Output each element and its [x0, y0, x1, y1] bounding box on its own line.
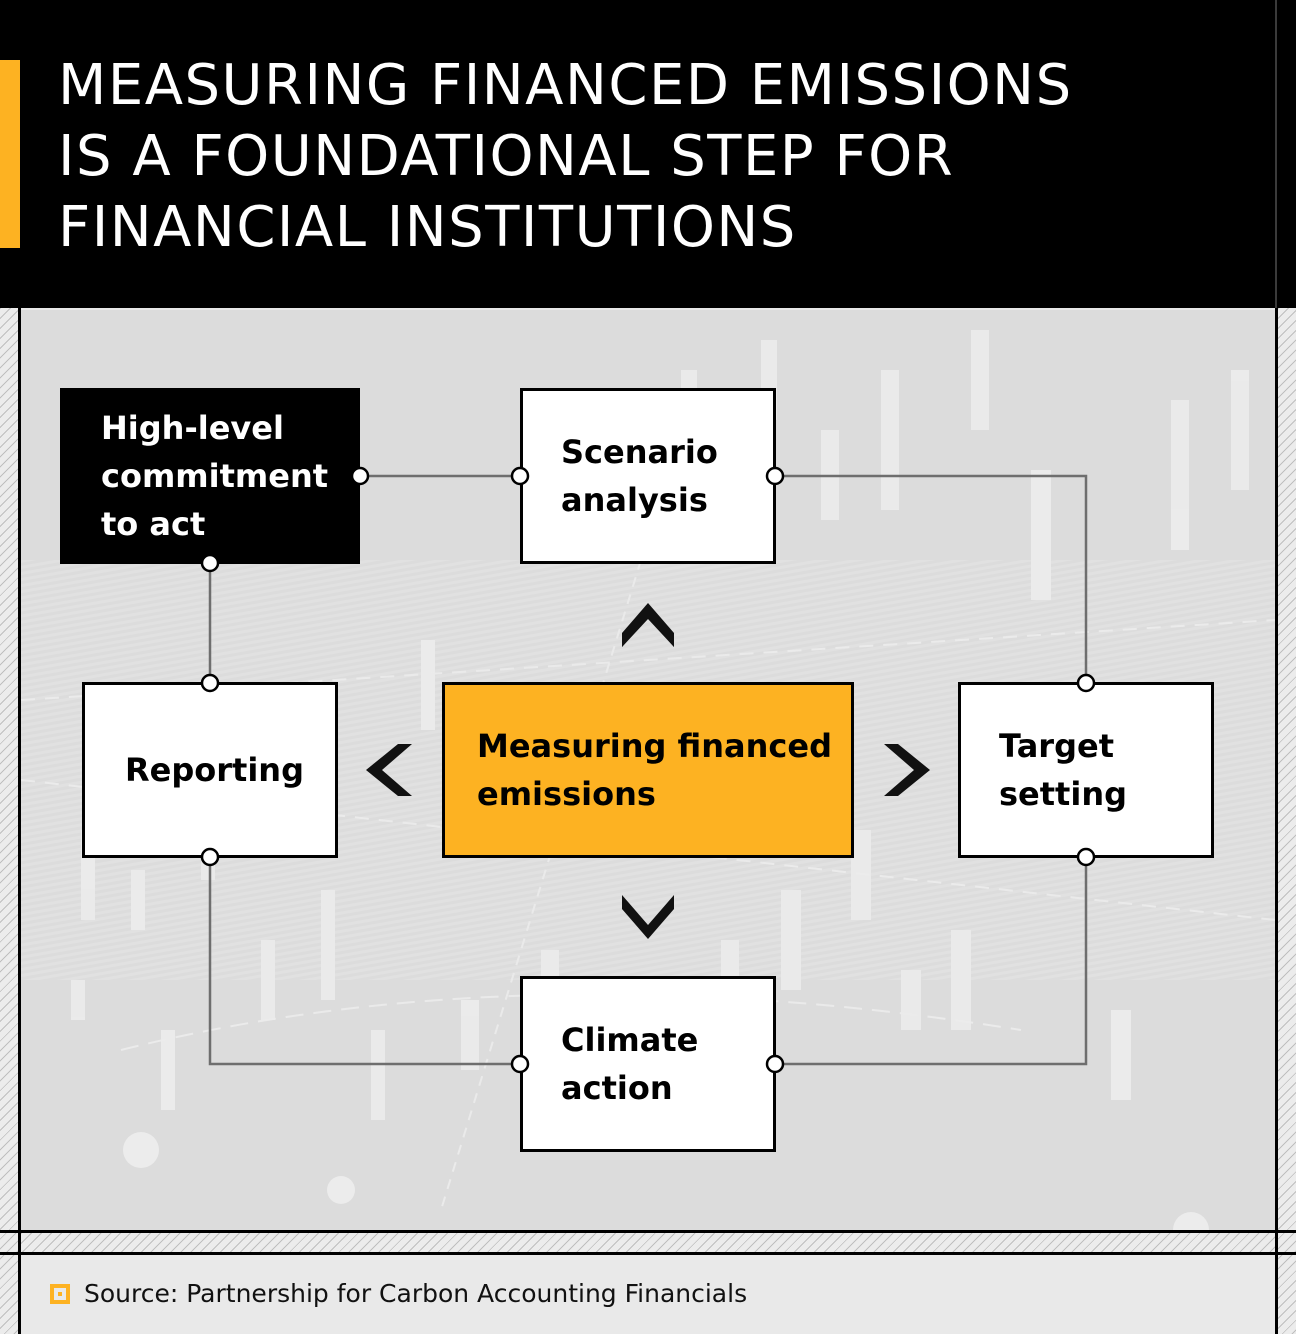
node-reporting[interactable]: Reporting — [82, 682, 338, 858]
node-label: Target setting — [999, 727, 1127, 813]
frame-line-left — [18, 308, 21, 1334]
square-bullet-icon — [50, 1284, 70, 1304]
node-scenario-analysis[interactable]: Scenario analysis — [520, 388, 776, 564]
node-label: Scenario analysis — [561, 433, 718, 519]
node-target-setting[interactable]: Target setting — [958, 682, 1214, 858]
left-hatch-margin — [0, 308, 18, 1334]
node-label: High-level commitment to act — [101, 409, 329, 543]
header-divider — [1275, 0, 1277, 308]
page-title: MEASURING FINANCED EMISSIONS IS A FOUNDA… — [58, 53, 1073, 260]
node-label: Climate action — [561, 1021, 699, 1107]
frame-line-right — [1275, 308, 1278, 1334]
chevron-right-icon — [884, 744, 930, 796]
frame-line-footer — [0, 1252, 1296, 1255]
right-hatch-margin — [1278, 308, 1296, 1334]
node-measuring-financed-emissions[interactable]: Measuring financed emissions — [442, 682, 854, 858]
accent-bar — [0, 60, 20, 248]
header-banner: MEASURING FINANCED EMISSIONS IS A FOUNDA… — [0, 0, 1296, 308]
node-label: Reporting — [125, 751, 304, 789]
footer: Source: Partnership for Carbon Accountin… — [21, 1255, 1275, 1334]
frame-line-bottom — [0, 1230, 1296, 1233]
source-caption: Source: Partnership for Carbon Accountin… — [84, 1279, 748, 1308]
chevron-left-icon — [366, 744, 412, 796]
chevron-up-icon — [622, 603, 674, 647]
hatch-band — [21, 1233, 1275, 1252]
node-label: Measuring financed emissions — [477, 727, 832, 813]
chevron-down-icon — [622, 895, 674, 939]
node-climate-action[interactable]: Climate action — [520, 976, 776, 1152]
node-high-level-commitment[interactable]: High-level commitment to act — [60, 388, 360, 564]
